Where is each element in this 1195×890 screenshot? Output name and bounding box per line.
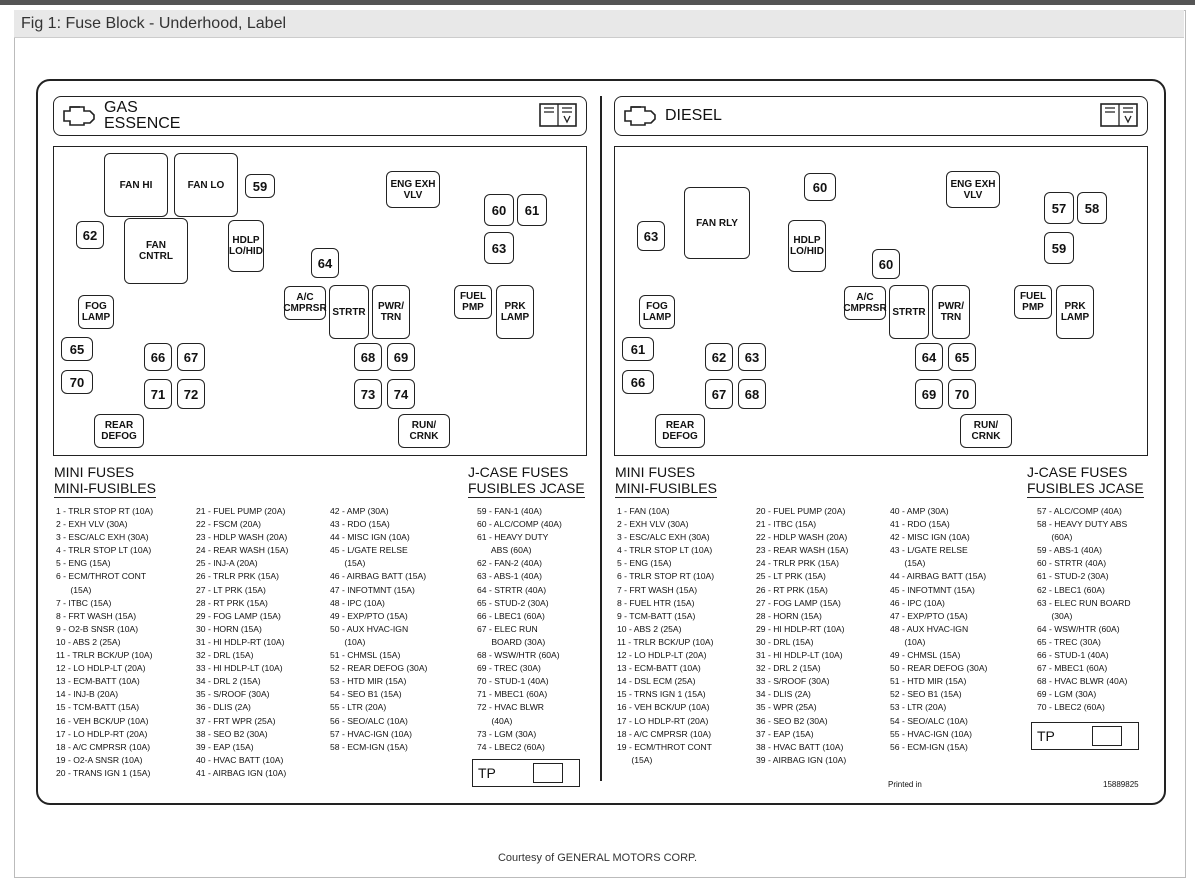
gas-jcase-title: J-CASE FUSES <box>468 464 569 480</box>
fuse-62: 62 <box>705 343 733 371</box>
relay-hdlp: HDLP LO/HID <box>228 220 264 272</box>
fuse-61: 61 <box>622 337 654 361</box>
fuse-68: 68 <box>738 379 766 409</box>
manual-book-icon <box>539 103 577 127</box>
gas-title-2: ESSENCE <box>104 115 181 132</box>
engine-icon <box>624 106 656 126</box>
fuse-69: 69 <box>387 343 415 371</box>
tp-fuse-icon <box>533 763 563 783</box>
relay-run-crnk: RUN/ CRNK <box>398 414 450 448</box>
diesel-fuse-list-1: 1 - FAN (10A) 2 - EXH VLV (30A) 3 - ESC/… <box>617 506 715 765</box>
gas-fuse-grid <box>53 146 587 456</box>
diesel-fuse-list-4: 57 - ALC/COMP (40A) 58 - HEAVY DUTY ABS … <box>1037 506 1131 713</box>
diesel-mini-fuses-title: MINI FUSES <box>615 464 696 480</box>
engine-icon <box>63 106 95 126</box>
figure-title-bar: Fig 1: Fuse Block - Underhood, Label <box>14 10 1184 38</box>
fuse-64: 64 <box>311 248 339 278</box>
gas-title-1: GAS <box>104 99 138 116</box>
relay-fan-cntrl: FAN CNTRL <box>124 218 188 284</box>
relay-fan-lo: FAN LO <box>174 153 238 217</box>
panel-divider <box>600 96 602 781</box>
fuse-74: 74 <box>387 379 415 409</box>
relay-prk-lamp: PRK LAMP <box>496 285 534 339</box>
relay-hdlp: HDLP LO/HID <box>788 220 826 272</box>
relay-fog-lamp: FOG LAMP <box>639 295 675 329</box>
relay-fan-rly: FAN RLY <box>684 187 750 259</box>
relay-pwr-trn: PWR/ TRN <box>932 285 970 339</box>
gas-fuse-list-3: 42 - AMP (30A) 43 - RDO (15A) 44 - MISC … <box>330 506 428 752</box>
fuse-73: 73 <box>354 379 382 409</box>
credit-line: Courtesy of GENERAL MOTORS CORP. <box>497 852 698 864</box>
diesel-jcase-title: J-CASE FUSES <box>1027 464 1128 480</box>
fuse-70: 70 <box>948 379 976 409</box>
diesel-jcase-fusibles-title: FUSIBLES JCASE <box>1027 480 1144 498</box>
fuse-65: 65 <box>61 337 93 361</box>
relay-fog-lamp: FOG LAMP <box>78 295 114 329</box>
fuse-67: 67 <box>705 379 733 409</box>
fuse-66: 66 <box>144 343 172 371</box>
relay-fuel-pmp: FUEL PMP <box>1014 285 1052 319</box>
gas-mini-fusibles-title: MINI-FUSIBLES <box>54 480 156 498</box>
fuse-63b: 63 <box>738 343 766 371</box>
printed-in: Printed in <box>888 780 922 789</box>
relay-run-crnk: RUN/ CRNK <box>960 414 1012 448</box>
fuse-60b: 60 <box>872 249 900 279</box>
relay-fan-hi: FAN HI <box>104 153 168 217</box>
relay-ac: A/C CMPRSR <box>843 286 887 320</box>
diesel-fuse-list-3: 40 - AMP (30A) 41 - RDO (15A) 42 - MISC … <box>890 506 988 752</box>
fuse-59: 59 <box>245 174 275 198</box>
manual-book-icon <box>1100 103 1138 127</box>
gas-mini-fuses-title: MINI FUSES <box>54 464 135 480</box>
diesel-title: DIESEL <box>665 107 722 124</box>
fuse-61: 61 <box>517 194 547 226</box>
diesel-mini-fusibles-title: MINI-FUSIBLES <box>615 480 717 498</box>
gas-fuse-list-4: 59 - FAN-1 (40A) 60 - ALC/COMP (40A) 61 … <box>477 506 562 752</box>
relay-fuel-pmp: FUEL PMP <box>454 285 492 319</box>
fuse-64: 64 <box>915 343 943 371</box>
gas-fuse-list-1: 1 - TRLR STOP RT (10A) 2 - EXH VLV (30A)… <box>56 506 154 778</box>
figure-title: Fig 1: Fuse Block - Underhood, Label <box>21 15 287 32</box>
fuse-57: 57 <box>1044 192 1074 224</box>
fuse-59: 59 <box>1044 232 1074 264</box>
diesel-header: DIESEL <box>614 96 1148 136</box>
fuse-65: 65 <box>948 343 976 371</box>
relay-eng-exh: ENG EXH VLV <box>386 171 440 208</box>
relay-pwr-trn: PWR/ TRN <box>372 285 410 339</box>
relay-strtr: STRTR <box>889 285 929 339</box>
relay-rear-defog: REAR DEFOG <box>94 414 144 448</box>
relay-eng-exh: ENG EXH VLV <box>946 171 1000 208</box>
fuse-63: 63 <box>637 221 665 251</box>
gas-tp-label: TP <box>472 759 580 787</box>
gas-jcase-fusibles-title: FUSIBLES JCASE <box>468 480 585 498</box>
fuse-69: 69 <box>915 379 943 409</box>
fuse-60: 60 <box>484 194 514 226</box>
fuse-58: 58 <box>1077 192 1107 224</box>
fuse-67: 67 <box>177 343 205 371</box>
gas-fuse-list-2: 21 - FUEL PUMP (20A) 22 - FSCM (20A) 23 … <box>196 506 289 778</box>
relay-prk-lamp: PRK LAMP <box>1056 285 1094 339</box>
relay-ac: A/C CMPRSR <box>283 286 327 320</box>
fuse-63: 63 <box>484 232 514 264</box>
fuse-72: 72 <box>177 379 205 409</box>
relay-strtr: STRTR <box>329 285 369 339</box>
fuse-label-outline <box>36 79 1166 805</box>
fuse-66: 66 <box>622 370 654 394</box>
fuse-60: 60 <box>804 173 836 201</box>
tp-fuse-icon <box>1092 726 1122 746</box>
fuse-62: 62 <box>76 221 104 249</box>
diesel-tp-label: TP <box>1031 722 1139 750</box>
fuse-68: 68 <box>354 343 382 371</box>
top-bar <box>0 0 1195 5</box>
fuse-71: 71 <box>144 379 172 409</box>
relay-rear-defog: REAR DEFOG <box>655 414 705 448</box>
gas-header: GAS ESSENCE <box>53 96 587 136</box>
diesel-fuse-grid <box>614 146 1148 456</box>
label-code: 15889825 <box>1103 780 1139 789</box>
fuse-70: 70 <box>61 370 93 394</box>
diesel-fuse-list-2: 20 - FUEL PUMP (20A) 21 - ITBC (15A) 22 … <box>756 506 849 765</box>
